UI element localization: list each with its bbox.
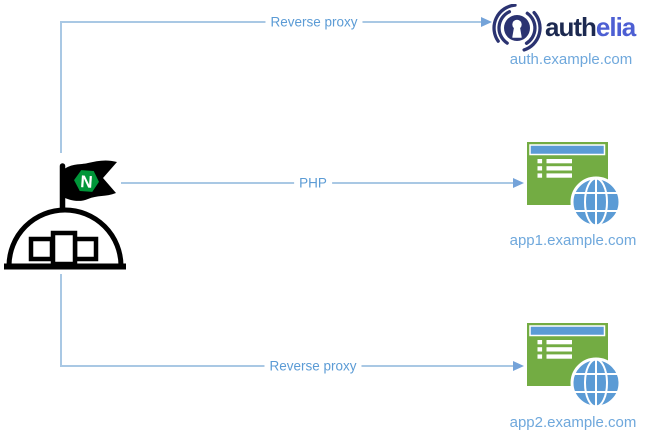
nginx-hexagon	[74, 170, 99, 192]
connector-label-reverse-proxy-bottom: Reverse proxy	[264, 357, 362, 375]
nginx-flag-letter: N	[80, 172, 94, 192]
authelia-wordmark-primary: auth	[545, 12, 597, 42]
globe-icon	[570, 176, 622, 228]
building-window-right	[72, 236, 99, 262]
list-icon	[537, 340, 572, 359]
authelia-broken-rings	[492, 4, 542, 52]
nginx-flag-building-icon: N	[4, 160, 126, 270]
globe-icon	[570, 357, 622, 409]
building-door	[50, 230, 78, 267]
connector-label-php: PHP	[294, 174, 332, 192]
connector-label-reverse-proxy-top: Reverse proxy	[265, 13, 363, 31]
connector-to-authelia	[60, 21, 481, 153]
app1-web-app-icon	[527, 142, 622, 228]
app-title-bar	[529, 325, 606, 337]
arrowhead-to-authelia	[481, 17, 492, 27]
app-title-bar	[529, 144, 606, 156]
arrowhead-to-app2	[513, 361, 524, 371]
app2-web-app-icon	[527, 323, 622, 409]
arrowhead-to-app1	[513, 178, 524, 188]
authelia-domain-label: auth.example.com	[509, 51, 633, 68]
list-icon	[537, 159, 572, 178]
app2-domain-label: app2.example.com	[509, 414, 637, 431]
building-window-left	[28, 236, 55, 262]
app1-domain-label: app1.example.com	[509, 232, 637, 249]
keyhole-icon	[512, 19, 522, 38]
authelia-wordmark-accent: elia	[595, 12, 636, 42]
authelia-wordmark: authelia	[545, 11, 636, 43]
authelia-lock-icon	[492, 4, 542, 52]
nginx-hexagon-logo: N	[74, 170, 99, 192]
connector-to-app2	[60, 274, 514, 367]
